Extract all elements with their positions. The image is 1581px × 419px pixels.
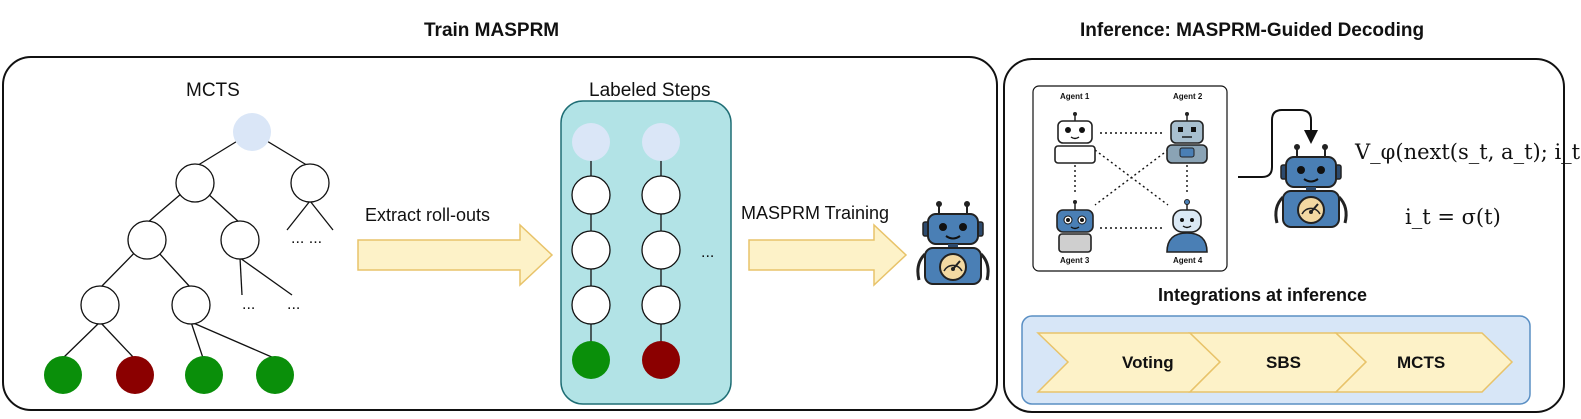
tree-node	[175, 163, 215, 203]
rollout-leaf-success	[572, 341, 610, 379]
stage-sbs-label: SBS	[1266, 353, 1301, 372]
agent-1-label: Agent 1	[1060, 92, 1090, 101]
guidance-loop-arrow	[1238, 109, 1312, 178]
rollout-root-node	[572, 123, 610, 161]
tree-ellipsis: ...	[287, 296, 301, 313]
stage-chevron-mcts	[1334, 332, 1514, 393]
stage-mcts-label: MCTS	[1397, 353, 1446, 372]
mcts-tree-nodes	[80, 163, 330, 325]
tree-ellipsis: ...	[242, 296, 256, 313]
tree-node	[80, 285, 120, 325]
agent-4-icon	[1166, 199, 1208, 253]
train-title: Train MASPRM	[424, 20, 560, 41]
labeled-steps-label: Labeled Steps	[589, 80, 711, 101]
extract-arrow	[357, 223, 554, 287]
tree-node	[171, 285, 211, 325]
integrations-title: Integrations at inference	[1158, 285, 1368, 305]
training-arrow	[748, 223, 908, 287]
rollout-nodes	[571, 175, 681, 325]
tree-ellipsis: ... ...	[291, 230, 323, 247]
agent-1-icon	[1054, 112, 1096, 164]
rollout-node	[571, 230, 611, 270]
index-formula: i_t = σ(t)	[1405, 205, 1501, 229]
mcts-label: MCTS	[186, 80, 240, 101]
tree-leaf-success	[44, 356, 82, 394]
inference-title: Inference: MASPRM-Guided Decoding	[1080, 20, 1425, 41]
loop-arrow-head	[1304, 130, 1318, 144]
agent-links	[1074, 132, 1188, 229]
rollout-node	[571, 175, 611, 215]
rollout-node	[641, 285, 681, 325]
agent-2-label: Agent 2	[1173, 92, 1203, 101]
tree-node	[290, 163, 330, 203]
stage-voting-label: Voting	[1122, 353, 1174, 372]
agent-3-label: Agent 3	[1060, 256, 1090, 265]
agent-2-icon	[1166, 112, 1208, 164]
tree-node	[127, 220, 167, 260]
rollout-root-node	[642, 123, 680, 161]
tree-leaf-success	[256, 356, 294, 394]
rollout-node	[571, 285, 611, 325]
agent-4-label: Agent 4	[1173, 256, 1203, 265]
tree-leaf-failure	[116, 356, 154, 394]
training-label: MASPRM Training	[741, 203, 890, 223]
agent-3-icon	[1056, 200, 1094, 253]
tree-node	[220, 220, 260, 260]
rollout-leaf-failure	[642, 341, 680, 379]
tree-root-node	[233, 113, 271, 151]
tree-leaf-success	[185, 356, 223, 394]
extract-label: Extract roll-outs	[365, 205, 491, 225]
rollout-node	[641, 230, 681, 270]
rollout-node	[641, 175, 681, 215]
steps-ellipsis: ...	[701, 244, 715, 261]
value-formula: V_φ(next(s_t, a_t); i_t)	[1355, 140, 1581, 164]
mcts-tree-edges	[62, 131, 334, 359]
